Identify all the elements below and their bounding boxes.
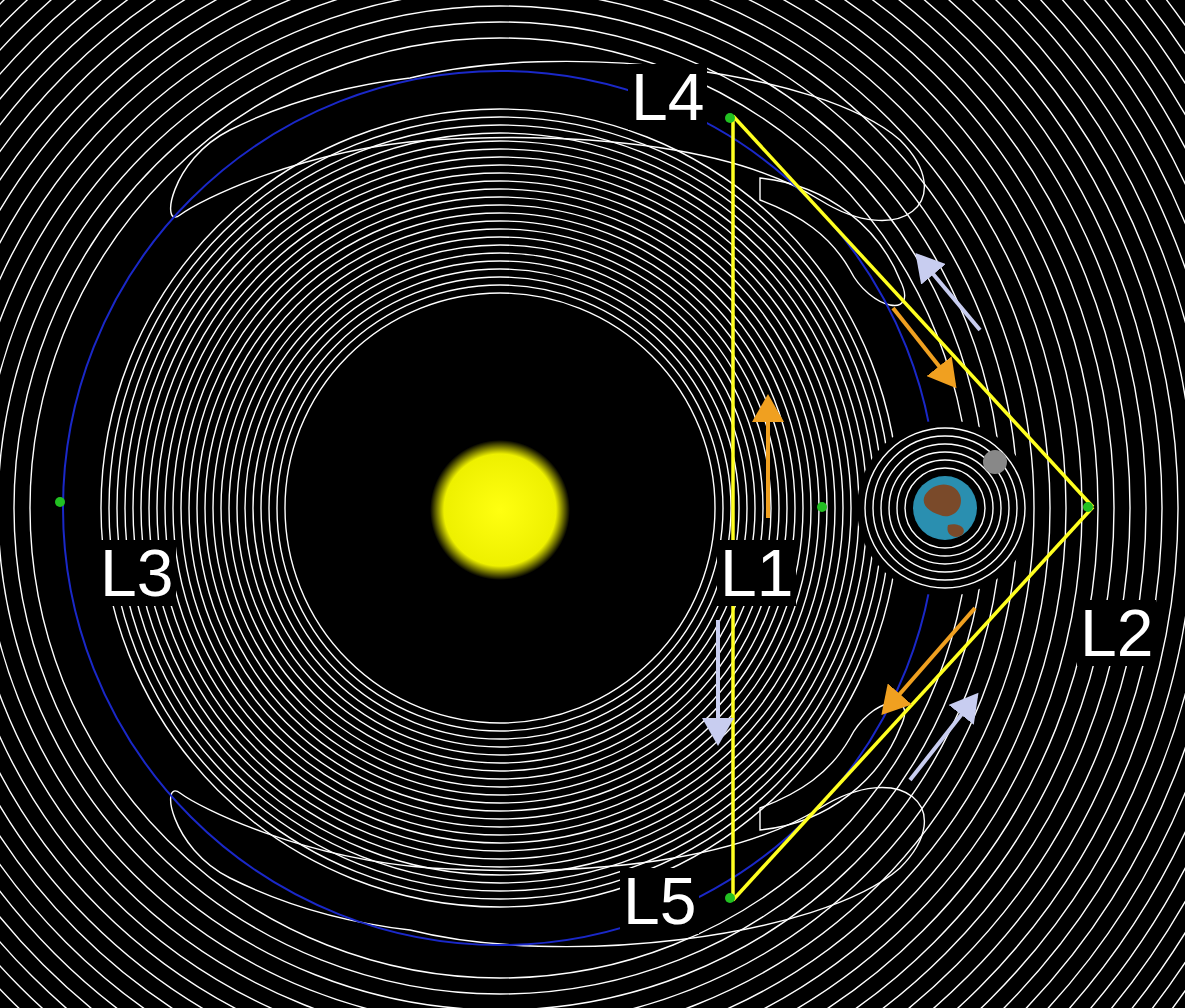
contour-line (905, 468, 985, 548)
contour-line (181, 189, 819, 827)
contour-line (229, 237, 771, 779)
contour-line (0, 0, 1034, 1008)
contour-line (30, 38, 970, 978)
contour-line (125, 133, 875, 883)
contour-line (0, 6, 1002, 1008)
contour-line (0, 0, 1050, 1008)
earth-orbit (63, 71, 937, 945)
contour-line (0, 0, 1066, 1008)
contour-line (269, 277, 731, 739)
contour-line (197, 205, 803, 811)
point-label: L4 (628, 64, 707, 130)
contour-line (873, 436, 1017, 580)
drift-arrows (718, 256, 980, 780)
point-label: L5 (620, 868, 699, 934)
point-label: L2 (1077, 600, 1156, 666)
contour-line (285, 293, 715, 723)
contour-line (221, 229, 779, 787)
contour-line (213, 221, 787, 795)
earth (913, 476, 977, 540)
contour-line (865, 428, 1025, 588)
triangle-lines (733, 116, 1093, 900)
contour-line (109, 117, 891, 899)
lagrange-points (55, 113, 1093, 903)
contour-line (133, 141, 867, 875)
contour-line (261, 269, 739, 747)
sun (430, 440, 570, 580)
contour-line (14, 22, 986, 994)
contour-line (237, 245, 763, 771)
contour-line (189, 197, 811, 819)
earth-well (857, 420, 1033, 596)
contour-line (0, 0, 1082, 1008)
contour-line (0, 0, 1146, 1008)
contour-line (173, 181, 827, 835)
contour-line (117, 125, 883, 891)
contour-line (157, 165, 843, 851)
contour-line (0, 0, 1114, 1008)
contour-line (277, 285, 723, 731)
moon (983, 450, 1007, 474)
contour-line (897, 460, 993, 556)
point-label: L1 (717, 540, 796, 606)
contour-line (101, 109, 899, 907)
contour-line (889, 452, 1001, 564)
contour-line (205, 213, 795, 803)
contour-line (245, 253, 755, 763)
contour-line (0, 0, 1098, 1008)
flow-arrows (768, 308, 975, 712)
point-label: L3 (97, 540, 176, 606)
earth-contours (857, 420, 1033, 596)
contour-line (253, 261, 747, 755)
contour-line (0, 0, 1130, 1008)
contour-line (141, 149, 859, 867)
contour-line (149, 157, 851, 859)
contour-line (881, 444, 1009, 572)
